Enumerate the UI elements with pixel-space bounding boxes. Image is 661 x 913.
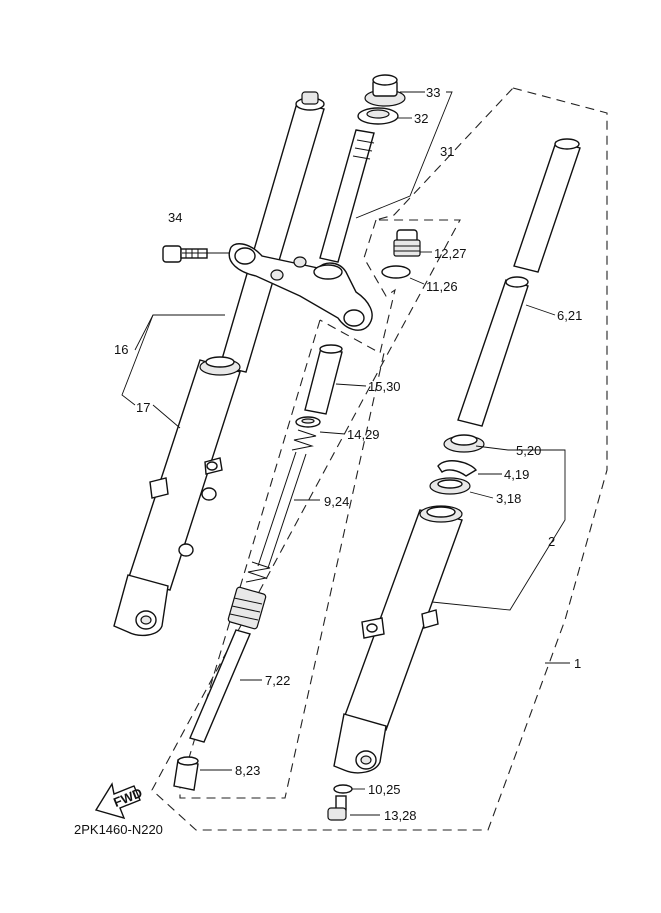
callout-7-22: 7,22 [265,673,290,688]
callout-9-24: 9,24 [324,494,349,509]
callout-2: 2 [548,534,555,549]
callout-16: 16 [114,342,128,357]
o-ring-11-26 [381,265,411,279]
damper-rod-7-22 [189,586,267,743]
callout-10-25: 10,25 [368,782,401,797]
steering-stem [319,129,375,263]
callout-33: 33 [426,85,440,100]
oil-seal-5-20 [443,434,485,453]
cap-bolt-12-27 [393,229,421,257]
bolt-13-28 [327,795,347,821]
inner-tube-6-21 [457,276,529,427]
callout-17: 17 [136,400,150,415]
spacer-15-30 [304,347,343,415]
callout-5-20: 5,20 [516,443,541,458]
assembly-boundary-damper-group [179,319,385,799]
fork-top-nut [301,91,319,105]
gasket-10-25 [333,784,353,794]
diagram-code: 2PK1460-N220 [74,822,163,837]
fwd-label: FWD [111,785,144,810]
callout-6-21: 6,21 [557,308,582,323]
left-fork-assembly [113,91,375,637]
leader-lines [121,91,570,816]
right-inner-tube-upper [513,138,581,273]
assembly-boundary-bolt-group [319,219,396,354]
callout-11-26: 11,26 [426,279,458,294]
clip-4-19 [437,460,478,477]
callout-4-19: 4,19 [504,467,529,482]
under-bracket [228,243,373,331]
bearing-race-32 [357,107,399,125]
callout-1: 1 [574,656,581,671]
outer-tube-right [333,505,463,774]
pinch-bolt-34 [162,245,208,263]
fork-spring-9-24 [245,429,317,583]
callout-15-30: 15,30 [368,379,401,394]
assembly-boundary-fork-1 [151,87,608,831]
callout-31: 31 [440,144,454,159]
callout-32: 32 [414,111,428,126]
callout-13-28: 13,28 [384,808,417,823]
inner-tube-left [219,102,325,373]
callout-8-23: 8,23 [235,763,260,778]
callout-12-27: 12,27 [434,246,467,261]
fwd-arrow-icon: FWD [94,782,144,820]
washer-3-18 [429,477,471,495]
callout-34: 34 [168,210,182,225]
left-caliper-boss-2 [149,477,169,499]
callout-14-29: 14,29 [347,427,380,442]
callout-3-18: 3,18 [496,491,521,506]
bearing-seal-33 [364,74,406,107]
